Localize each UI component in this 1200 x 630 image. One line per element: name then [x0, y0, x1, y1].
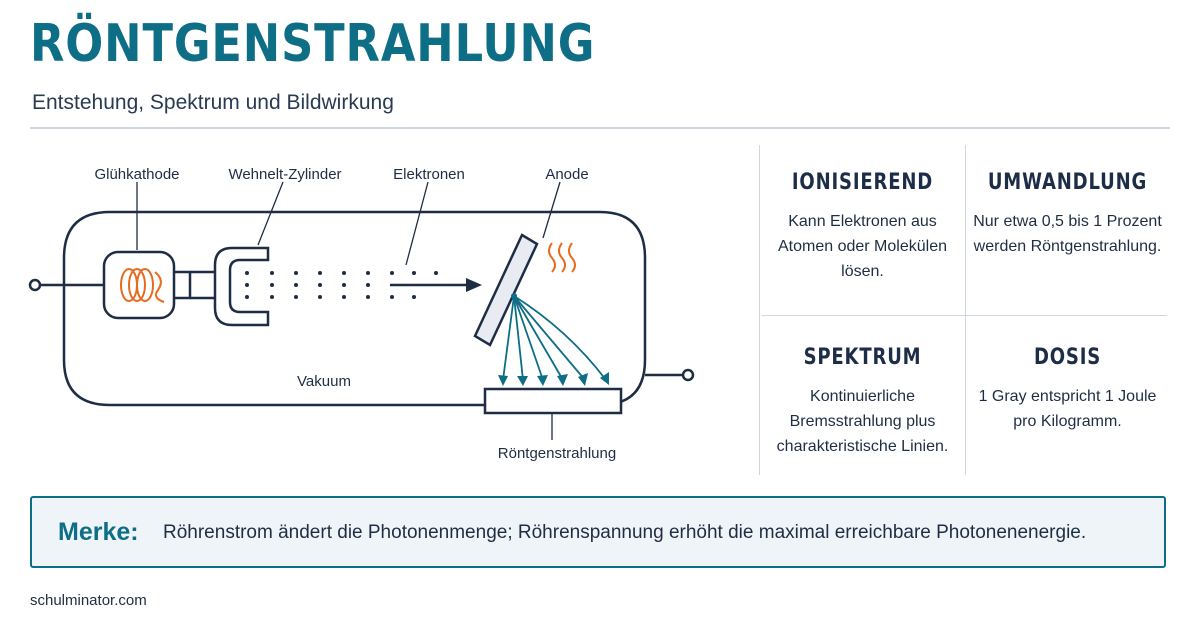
label-vacuum: Vakuum	[297, 373, 351, 390]
footer-site: schulminator.com	[30, 592, 147, 609]
xray-rays	[502, 295, 607, 381]
card-title: UMWANDLUNG	[987, 170, 1148, 195]
card-ionisierend: IONISIEREND Kann Elektronen aus Atomen o…	[760, 145, 965, 310]
heat-icon	[548, 242, 576, 273]
card-title: IONISIEREND	[791, 170, 934, 195]
xray-tube-diagram: Glühkathode Wehnelt-Zylinder Elektronen …	[28, 166, 695, 462]
card-umwandlung: UMWANDLUNG Nur etwa 0,5 bis 1 Prozent we…	[965, 145, 1170, 310]
card-title: SPEKTRUM	[803, 345, 922, 370]
ray-arrowheads	[498, 372, 609, 386]
cathode-terminal	[28, 278, 42, 292]
card-spektrum: SPEKTRUM Kontinuierliche Bremsstrahlung …	[760, 320, 965, 485]
xray-window	[483, 387, 623, 415]
fact-cards: IONISIEREND Kann Elektronen aus Atomen o…	[760, 145, 1170, 475]
cards-left-divider	[759, 145, 760, 475]
card-text: 1 Gray entspricht 1 Joule pro Kilogramm.	[978, 388, 1157, 430]
page-title: RÖNTGENSTRAHLUNG	[30, 14, 596, 74]
card-dosis: DOSIS 1 Gray entspricht 1 Joule pro Kilo…	[965, 320, 1170, 485]
header-divider	[30, 127, 1170, 129]
anode-terminal	[681, 368, 695, 382]
leader-lines	[136, 181, 561, 440]
cards-center-divider	[965, 145, 966, 475]
label-anode: Anode	[545, 166, 588, 183]
note-text: Röhrenstrom ändert die Photonenmenge; Rö…	[163, 522, 1087, 543]
card-title: DOSIS	[1033, 345, 1102, 370]
label-electrons: Elektronen	[393, 166, 465, 183]
page-subtitle: Entstehung, Spektrum und Bildwirkung	[32, 91, 394, 114]
label-wehnelt: Wehnelt-Zylinder	[228, 166, 341, 183]
card-text: Nur etwa 0,5 bis 1 Prozent werden Röntge…	[973, 213, 1162, 255]
note-label: Merke:	[58, 518, 139, 546]
note-box: Merke: Röhrenstrom ändert die Photonenme…	[30, 496, 1166, 568]
filament-coil	[120, 268, 165, 303]
card-text: Kontinuierliche Bremsstrahlung plus char…	[776, 388, 949, 455]
cathode-housing	[102, 250, 176, 320]
cards-middle-divider	[762, 315, 1167, 316]
tube-body	[62, 210, 647, 407]
label-xray: Röntgenstrahlung	[498, 445, 616, 462]
electron-beam	[245, 271, 438, 299]
anode-target	[473, 233, 539, 347]
wehnelt-cylinder	[213, 246, 270, 327]
cathode-neck	[174, 270, 192, 300]
card-text: Kann Elektronen aus Atomen oder Moleküle…	[778, 213, 947, 280]
label-cathode: Glühkathode	[94, 166, 179, 183]
